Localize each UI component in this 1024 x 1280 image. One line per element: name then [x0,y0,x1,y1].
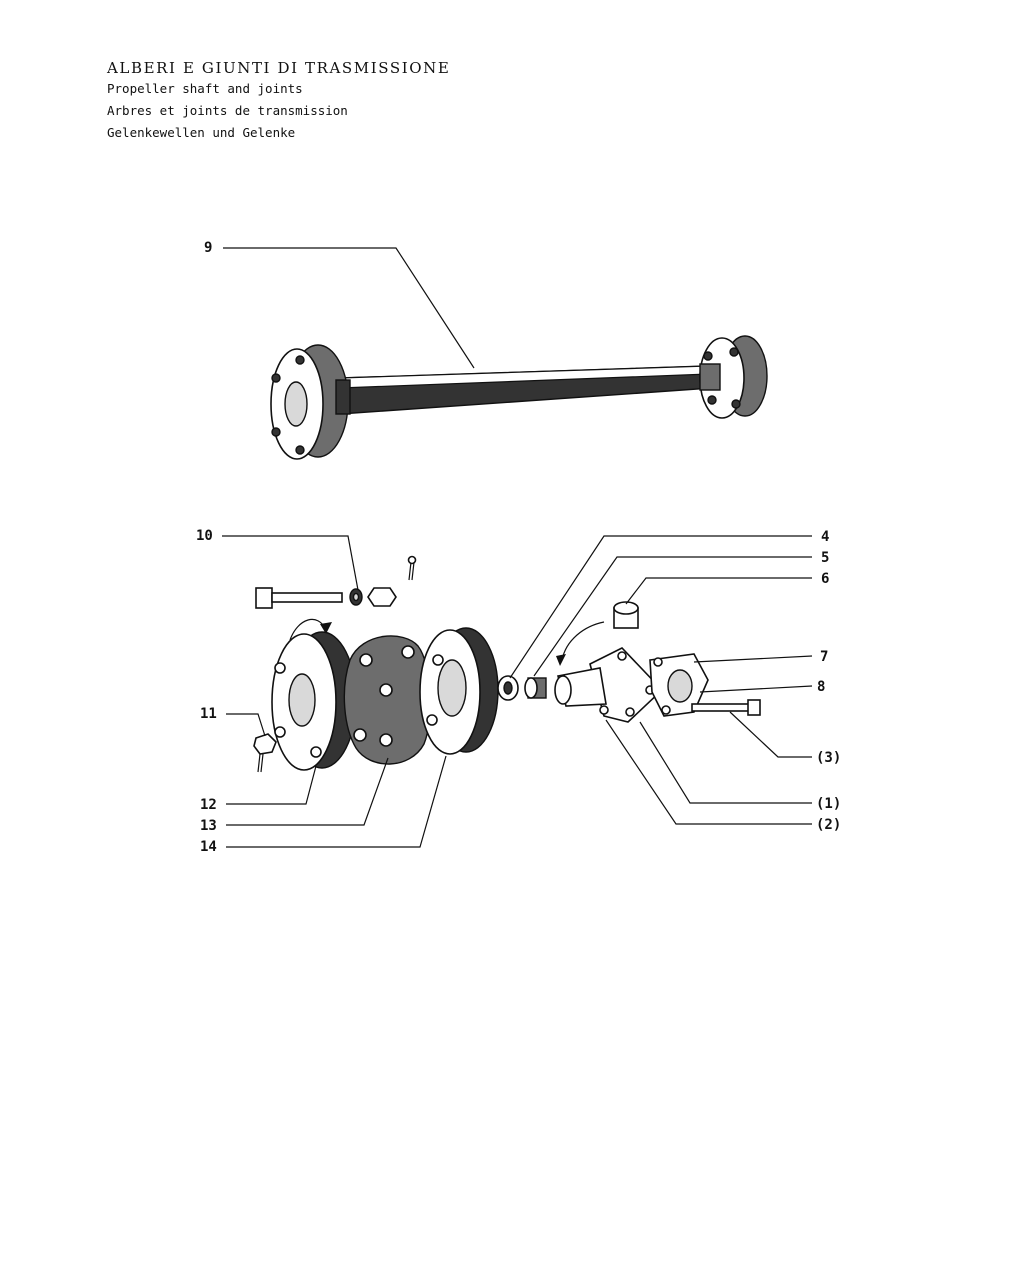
coupling-bush [379,683,393,697]
left-joint-bolt [271,427,281,437]
yoke-hole [625,707,635,717]
callout-14: 14 [200,839,217,855]
callout-12: 12 [200,797,217,813]
leader-1 [639,721,812,804]
flange-yoke [554,647,664,723]
right-yoke [699,363,721,391]
leader-13 [226,757,389,826]
split-pin-eye [407,555,417,565]
bolt-washer-nut-set [255,555,417,641]
propeller-shaft-assembly [270,335,768,460]
flange-center [437,659,467,717]
title-french: Arbres et joints de transmission [107,103,348,118]
callout-11: 11 [200,706,217,722]
left-yoke [335,379,351,415]
nut-11 [253,733,277,755]
flange-center [288,673,316,727]
left-joint-bolt [271,373,281,383]
bush-6-top [613,601,639,615]
yoke-hole [599,705,609,715]
flange-hole [274,662,286,674]
leader-12 [226,765,317,805]
leader-3 [729,711,812,758]
split-pin-11 [257,753,264,773]
coupling-bush [379,733,393,747]
left-joint-bolt [295,445,305,455]
leader-lines [222,247,813,848]
callout-9: 9 [204,240,212,256]
leader-11 [226,713,266,737]
callout-8: 8 [817,679,825,695]
flange-hole [432,654,444,666]
yoke-bore [554,675,572,705]
flange-plate-center [667,669,693,703]
bolt-shank [271,592,343,603]
title-german: Gelenkewellen und Gelenke [107,125,296,140]
leader-10 [222,535,359,591]
arrow-head [556,654,566,666]
title-english: Propeller shaft and joints [107,81,303,96]
bolt-head [255,587,273,609]
coupling-bush [401,645,415,659]
callout-1: (1) [816,796,841,812]
split-pin [408,561,415,581]
leader-7 [693,655,813,663]
bolt-3-head [747,699,761,716]
bush-4-bore [503,681,513,695]
leader-2 [605,719,812,825]
flange-hole [310,746,322,758]
callout-6: 6 [821,571,829,587]
yoke-hole [617,651,627,661]
title-italian: ALBERI E GIUNTI DI TRASMISSIONE [107,59,451,77]
coupling-bush [353,728,367,742]
callout-5: 5 [821,550,829,566]
left-joint-bolt [295,355,305,365]
sleeve-5-end [524,677,538,699]
flange-hole [426,714,438,726]
right-joint-bolt [729,347,739,357]
leader-6 [625,577,812,605]
rubber-coupling-13 [343,635,431,765]
joint-flange-14 [419,627,499,755]
flange-plate [649,653,709,717]
right-joint-bolt [703,351,713,361]
callout-10: 10 [196,528,213,544]
leader-8 [699,685,813,693]
arrow-head [320,622,332,634]
flange-plate-hole [653,657,663,667]
callout-7: 7 [820,649,828,665]
left-joint-hub [284,381,308,427]
leader-9 [223,247,475,369]
callout-labels: 9 10 11 12 13 14 4 5 6 7 8 (3) (1) (2) [196,240,841,855]
callout-4: 4 [821,529,829,545]
title-block: ALBERI E GIUNTI DI TRASMISSIONE Propelle… [107,58,450,144]
leader-5 [533,556,812,677]
leader-14 [226,755,447,848]
leader-4 [509,535,812,679]
right-joint-bolt [707,395,717,405]
castle-nut [367,587,397,607]
washer-hole [352,592,360,602]
callout-3: (3) [816,750,841,766]
flange-plate-hole [661,705,671,715]
callout-2: (2) [816,817,841,833]
joint-flange-12 [271,631,357,771]
right-joint-bolt [731,399,741,409]
flange-hole [274,726,286,738]
callout-13: 13 [200,818,217,834]
coupling-bush [359,653,373,667]
